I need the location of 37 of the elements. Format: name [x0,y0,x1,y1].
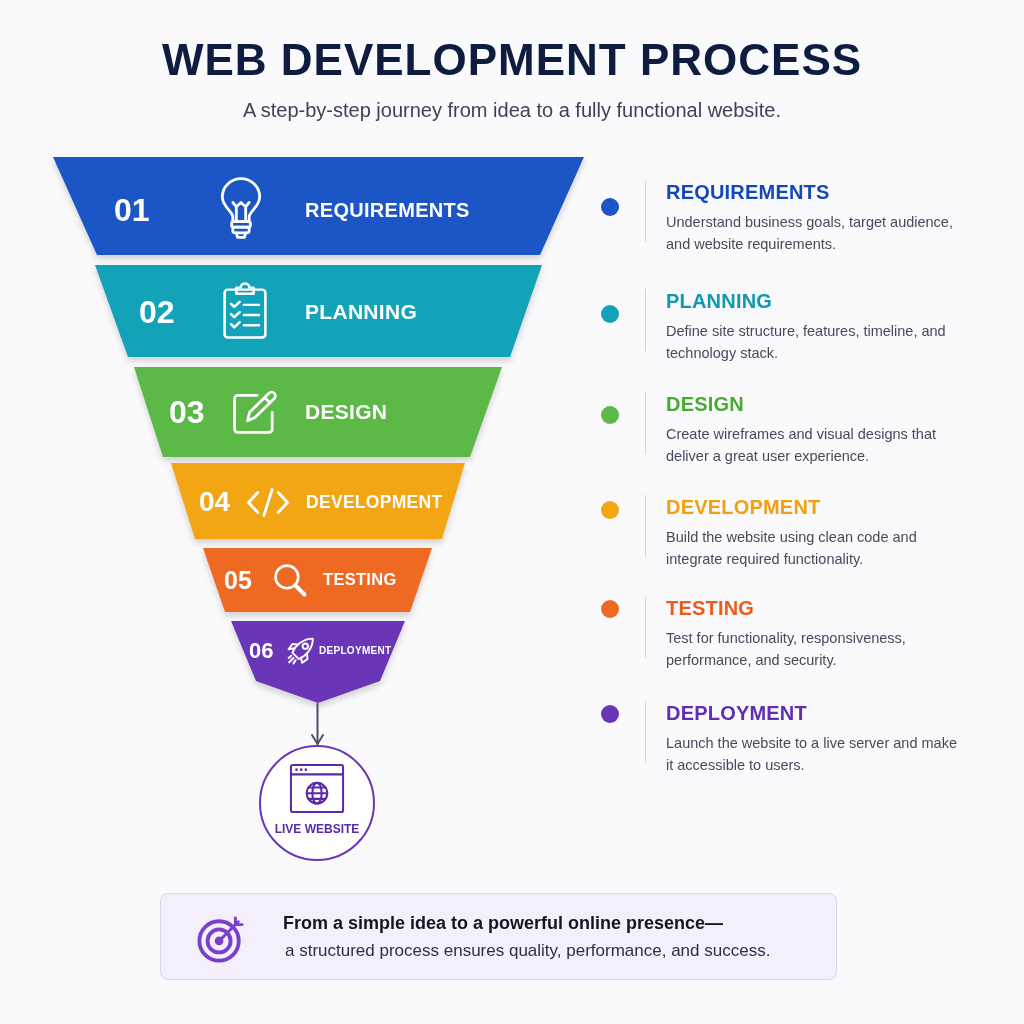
step-number: 01 [114,190,150,230]
step-number: 05 [224,565,252,595]
step-title: DEPLOYMENT [319,645,392,657]
callout-banner [160,893,837,980]
funnel-stage [171,463,465,539]
funnel-stage [134,367,502,457]
step-number: 06 [249,637,274,665]
step-title: DEVELOPMENT [306,491,443,513]
section-heading: DEVELOPMENT [666,495,821,519]
step-number: 02 [139,292,175,332]
description: Understand business goals, target audience, and website requirements. [666,213,954,254]
step-title: REQUIREMENTS [305,198,470,222]
funnel-stage [53,157,584,255]
description: Launch the website to a live server and make it accessible to users. [666,734,958,775]
description: Test for functionality, responsiveness, performance, and security. [666,629,907,670]
funnel-stage [231,621,405,703]
subtitle: A step-by-step journey from idea to a fully functional website. [242,98,782,123]
section-heading: TESTING [666,596,755,620]
description: Define site structure, features, timeline, and technology stack. [666,322,947,363]
banner-heading: From a simple idea to a powerful online presence— [283,913,724,935]
section-heading: DEPLOYMENT [666,701,807,725]
title: WEB DEVELOPMENT PROCESS [161,34,863,86]
arrow [311,703,324,745]
section-heading: REQUIREMENTS [666,180,830,204]
description: Build the website using clean code and integrate required functionality. [666,528,918,569]
section-heading: DESIGN [666,392,744,416]
description: Create wireframes and visual designs that deliver a great user experience. [666,425,937,466]
step-title: DESIGN [305,399,388,425]
funnel-stage [203,548,432,612]
section-heading: PLANNING [666,289,773,313]
funnel-stage [95,265,542,357]
step-title: TESTING [323,570,397,590]
step-title: PLANNING [305,299,418,325]
step-number: 03 [169,392,205,432]
node-label: LIVE WEBSITE [274,821,360,837]
banner-text: a structured process ensures quality, performance, and success. [285,940,771,962]
step-number: 04 [199,485,231,519]
